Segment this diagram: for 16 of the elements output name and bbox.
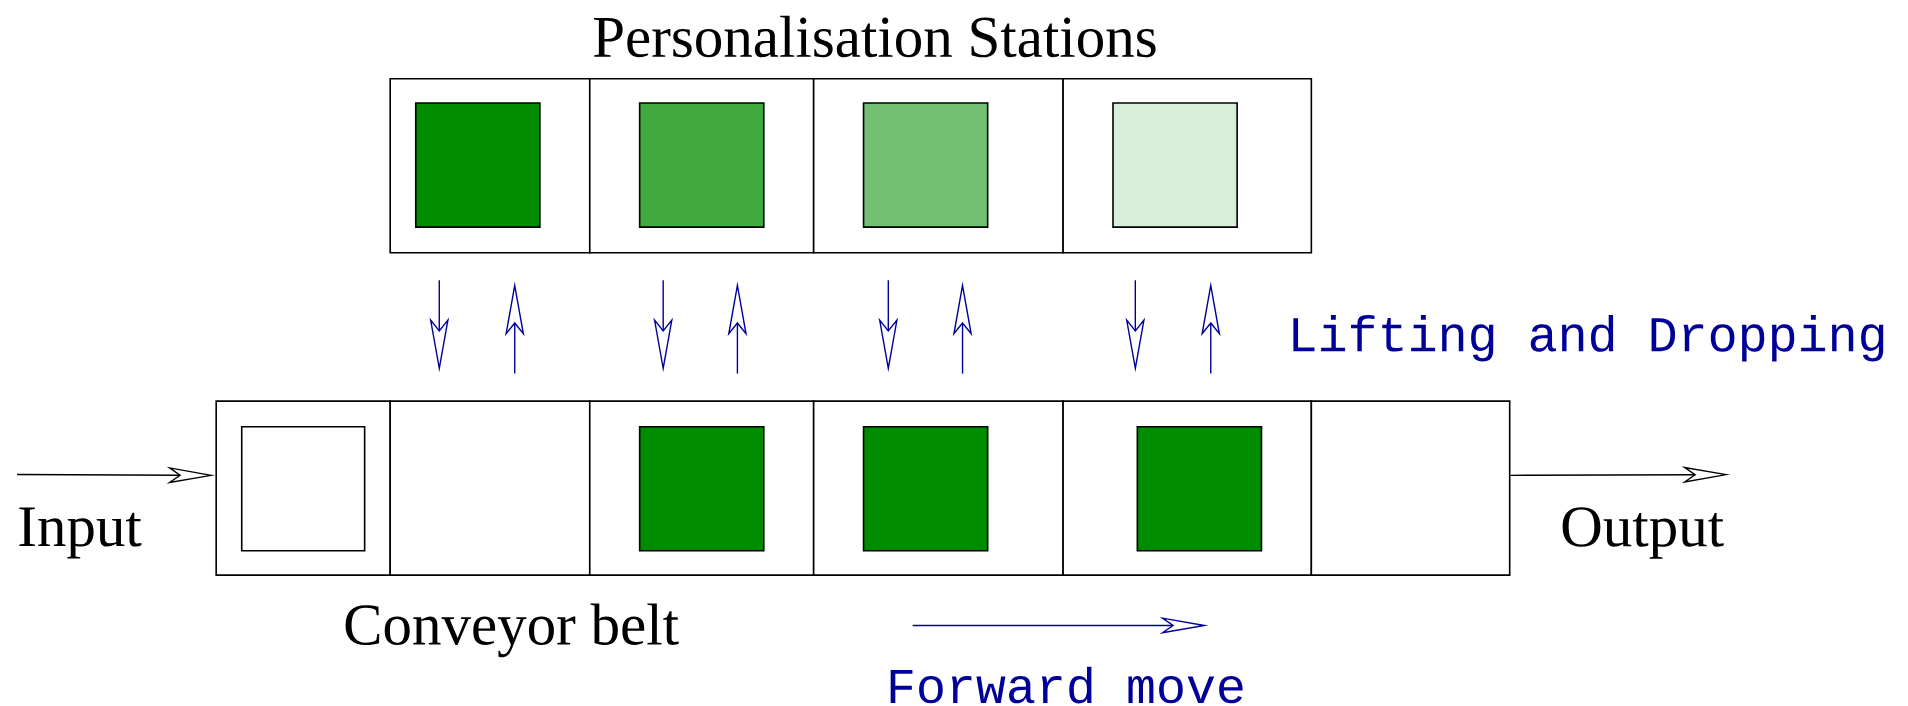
edge-label: Input	[19, 507, 142, 559]
item-square	[1112, 102, 1238, 229]
edge-label: Output	[1562, 507, 1724, 559]
title: Personalisation Stations	[593, 15, 1156, 58]
item-square	[414, 102, 541, 229]
item-square	[862, 426, 989, 552]
motion-label: Forward move	[890, 666, 1243, 704]
item-square	[638, 102, 765, 229]
belt-cell	[1310, 400, 1511, 577]
motion-label: Lifting and Dropping	[1293, 315, 1884, 362]
belt-label: Conveyor belt	[345, 603, 679, 658]
item-square	[638, 426, 765, 552]
item-square	[240, 426, 366, 552]
item-square	[1136, 426, 1263, 552]
item-square	[862, 102, 989, 229]
belt-cell	[389, 400, 591, 577]
